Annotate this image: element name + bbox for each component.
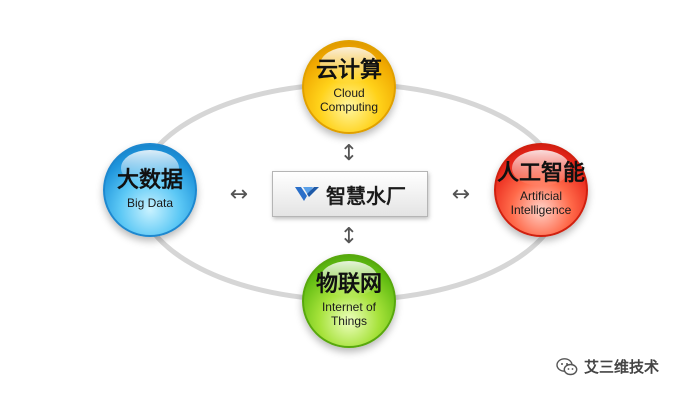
node-cloud-computing-en: Cloud Computing <box>319 86 379 115</box>
node-big-data-zh: 大数据 <box>116 168 183 193</box>
wechat-icon <box>556 357 578 375</box>
center-node-smart-water-plant: 智慧水厂 <box>272 171 428 217</box>
node-artificial-intelligence-zh: 人工智能 <box>496 161 585 187</box>
node-cloud-computing: 云计算 Cloud Computing <box>302 40 396 134</box>
arrow-horizontal-left-icon: ↔ <box>229 182 249 207</box>
arrow-vertical-bottom-icon: ↕ <box>339 224 359 249</box>
node-big-data: 大数据 Big Data <box>103 143 197 237</box>
v-logo-icon <box>295 187 319 201</box>
node-internet-of-things-zh: 物联网 <box>315 272 382 298</box>
node-internet-of-things: 物联网 Internet of Things <box>302 254 396 348</box>
center-node-label: 智慧水厂 <box>326 183 406 208</box>
arrow-vertical-top-icon: ↕ <box>339 141 359 166</box>
watermark: 艾三维技术 <box>556 356 659 377</box>
node-big-data-en: Big Data <box>126 196 174 211</box>
node-internet-of-things-en: Internet of Things <box>321 300 377 329</box>
arrow-horizontal-right-icon: ↔ <box>451 182 471 207</box>
node-artificial-intelligence: 人工智能 Artificial Intelligence <box>494 143 588 237</box>
node-cloud-computing-zh: 云计算 <box>315 58 382 84</box>
watermark-text: 艾三维技术 <box>584 358 660 376</box>
node-artificial-intelligence-en: Artificial Intelligence <box>510 189 572 218</box>
